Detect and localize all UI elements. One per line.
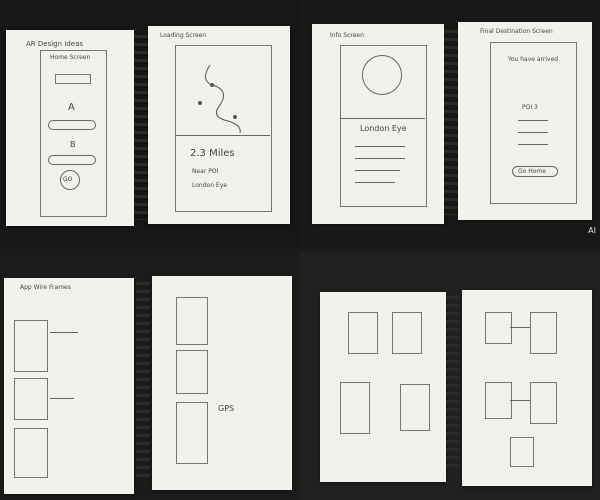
phone-wireframe xyxy=(14,428,48,478)
go-label: GO xyxy=(63,176,73,183)
distance: 2.3 Miles xyxy=(190,148,235,159)
flow-box xyxy=(485,312,512,344)
input-box-sketch xyxy=(55,74,91,84)
notebook-spiral xyxy=(446,296,460,471)
phone-wireframe xyxy=(340,382,370,434)
text-line-sketch xyxy=(518,132,548,133)
photo-quadrant-top-left: AR Design Ideas Home Screen A B GO Loadi… xyxy=(0,0,300,248)
phone-wireframe xyxy=(340,45,427,207)
page-title: Loading Screen xyxy=(160,32,207,39)
note-line xyxy=(50,332,78,333)
phone-wireframe xyxy=(40,50,107,217)
ferris-wheel-sketch xyxy=(362,55,402,95)
flow-box xyxy=(510,437,534,467)
phone-wireframe xyxy=(392,312,422,354)
go-home-label: Go Home xyxy=(518,168,546,175)
notebook-page-right xyxy=(152,276,292,490)
notebook-page-left xyxy=(320,292,446,482)
page-title: App Wire Frames xyxy=(20,284,71,291)
text-line-sketch xyxy=(518,144,548,145)
phone-wireframe xyxy=(176,297,208,345)
phone-wireframe xyxy=(348,312,378,354)
photo-quadrant-bottom-left: App Wire Frames GPS xyxy=(0,252,300,500)
notebook-spiral xyxy=(136,282,150,482)
page-title: Info Screen xyxy=(330,32,364,39)
button-sketch xyxy=(48,155,96,165)
poi-name: London Eye xyxy=(192,182,227,189)
phone-wireframe xyxy=(490,42,577,204)
notebook-page-left xyxy=(6,30,134,226)
notebook-page-right xyxy=(148,26,290,224)
text-line-sketch xyxy=(355,170,400,171)
notebook-spiral xyxy=(444,30,458,215)
photo-quadrant-bottom-right xyxy=(300,252,600,500)
divider-line xyxy=(340,118,425,119)
phone-wireframe xyxy=(14,320,48,372)
text-line-sketch xyxy=(518,120,548,121)
flow-box xyxy=(530,312,557,354)
arrived-text: You have arrived xyxy=(508,56,559,63)
poi-label: Near POI xyxy=(192,168,219,175)
text-line-sketch xyxy=(355,158,405,159)
photo-quadrant-top-right: Info Screen London Eye Final Destination… xyxy=(300,0,600,248)
note-line xyxy=(50,398,74,399)
screen-title: Home Screen xyxy=(50,54,91,61)
text-line-sketch xyxy=(355,182,395,183)
poi-name: London Eye xyxy=(360,124,407,133)
notebook-spiral xyxy=(134,35,148,220)
flow-arrow xyxy=(510,400,530,401)
notebook-page-right xyxy=(462,290,592,486)
phone-wireframe xyxy=(175,45,272,212)
watermark: AI xyxy=(588,226,596,235)
flow-box xyxy=(530,382,557,424)
phone-wireframe xyxy=(14,378,48,420)
notebook-page-left xyxy=(4,278,134,494)
label-a: A xyxy=(68,102,75,113)
flow-arrow xyxy=(510,327,530,328)
go-home-button-sketch xyxy=(512,166,558,177)
page-title: Final Destination Screen xyxy=(480,28,553,35)
map-sketch xyxy=(198,64,241,134)
label-b: B xyxy=(70,140,76,149)
phone-wireframe xyxy=(176,350,208,394)
flow-box xyxy=(485,382,512,419)
divider-line xyxy=(175,135,270,136)
page-title: AR Design Ideas xyxy=(26,40,84,48)
button-sketch xyxy=(48,120,96,130)
text-line-sketch xyxy=(355,146,405,147)
notebook-page-right xyxy=(458,22,592,220)
pois-label: POI 3 xyxy=(522,104,538,111)
gps-note: GPS xyxy=(218,404,235,413)
phone-wireframe xyxy=(400,384,430,431)
go-circle xyxy=(60,170,80,190)
phone-wireframe xyxy=(176,402,208,464)
